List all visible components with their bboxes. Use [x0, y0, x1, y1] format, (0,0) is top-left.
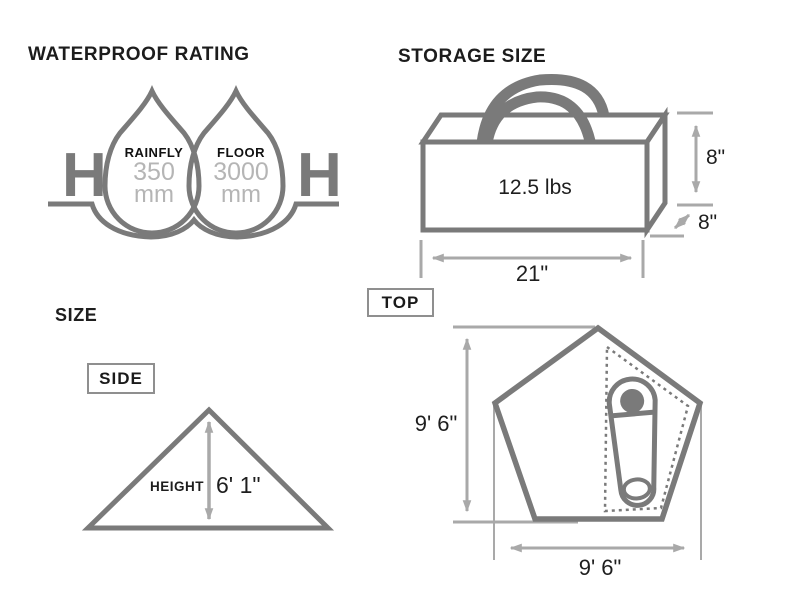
tent-side-view [81, 406, 335, 531]
inner-tent-dotted-outline [603, 344, 690, 513]
size-title: SIZE [55, 305, 98, 325]
top-view-badge-label: TOP [381, 292, 420, 312]
bag-front-face [420, 139, 650, 233]
floor-droplet-icon [186, 85, 286, 236]
floor-label: FLOOR [217, 145, 265, 160]
hydrostatic-head-marker-left: H [62, 141, 107, 210]
tent-top-pentagon-icon [491, 324, 704, 522]
tent-side-triangle-icon [81, 406, 335, 531]
tent-height-label: HEIGHT [149, 479, 204, 494]
storage-bag-icon [418, 73, 670, 239]
bag-top-face [418, 112, 670, 145]
storage-depth-dim: 8" [698, 211, 718, 234]
rainfly-rating-unit: mm [134, 181, 174, 208]
top-view-depth-dim: 9' 6" [414, 411, 458, 436]
sleeping-bag-seam [612, 409, 655, 419]
waterproof-title: WATERPROOF RATING [28, 44, 250, 65]
top-view-badge: TOP [367, 288, 434, 317]
storage-width-dim: 21" [515, 261, 549, 286]
water-line [48, 201, 339, 240]
top-view-width-dim: 9' 6" [578, 555, 622, 580]
floor-rating-value: 3000 [213, 158, 269, 186]
storage-weight: 12.5 lbs [498, 176, 572, 199]
bag-front-handle [481, 91, 596, 145]
floor-rating-unit: mm [221, 181, 261, 208]
side-view-badge: SIDE [87, 363, 155, 394]
hydrostatic-head-marker-right: H [297, 141, 342, 210]
bag-back-handle [476, 73, 610, 144]
tent-top-view [453, 324, 704, 560]
depth-dimension-arrow [673, 213, 691, 230]
tent-height-value: 6' 1" [216, 472, 261, 498]
rainfly-droplet-icon [102, 85, 202, 236]
sleeper-head [620, 388, 645, 413]
storage-height-dim: 8" [706, 146, 726, 169]
rainfly-rating-value: 350 [133, 158, 175, 186]
side-view-badge-label: SIDE [99, 368, 143, 388]
rainfly-label: RAINFLY [124, 145, 184, 160]
storage-dimensions [419, 111, 713, 278]
storage-title: STORAGE SIZE [398, 46, 547, 67]
sleeping-bag-icon [606, 376, 658, 508]
sleeping-bag-foot [621, 477, 652, 501]
waterproof-graphic [48, 85, 339, 240]
